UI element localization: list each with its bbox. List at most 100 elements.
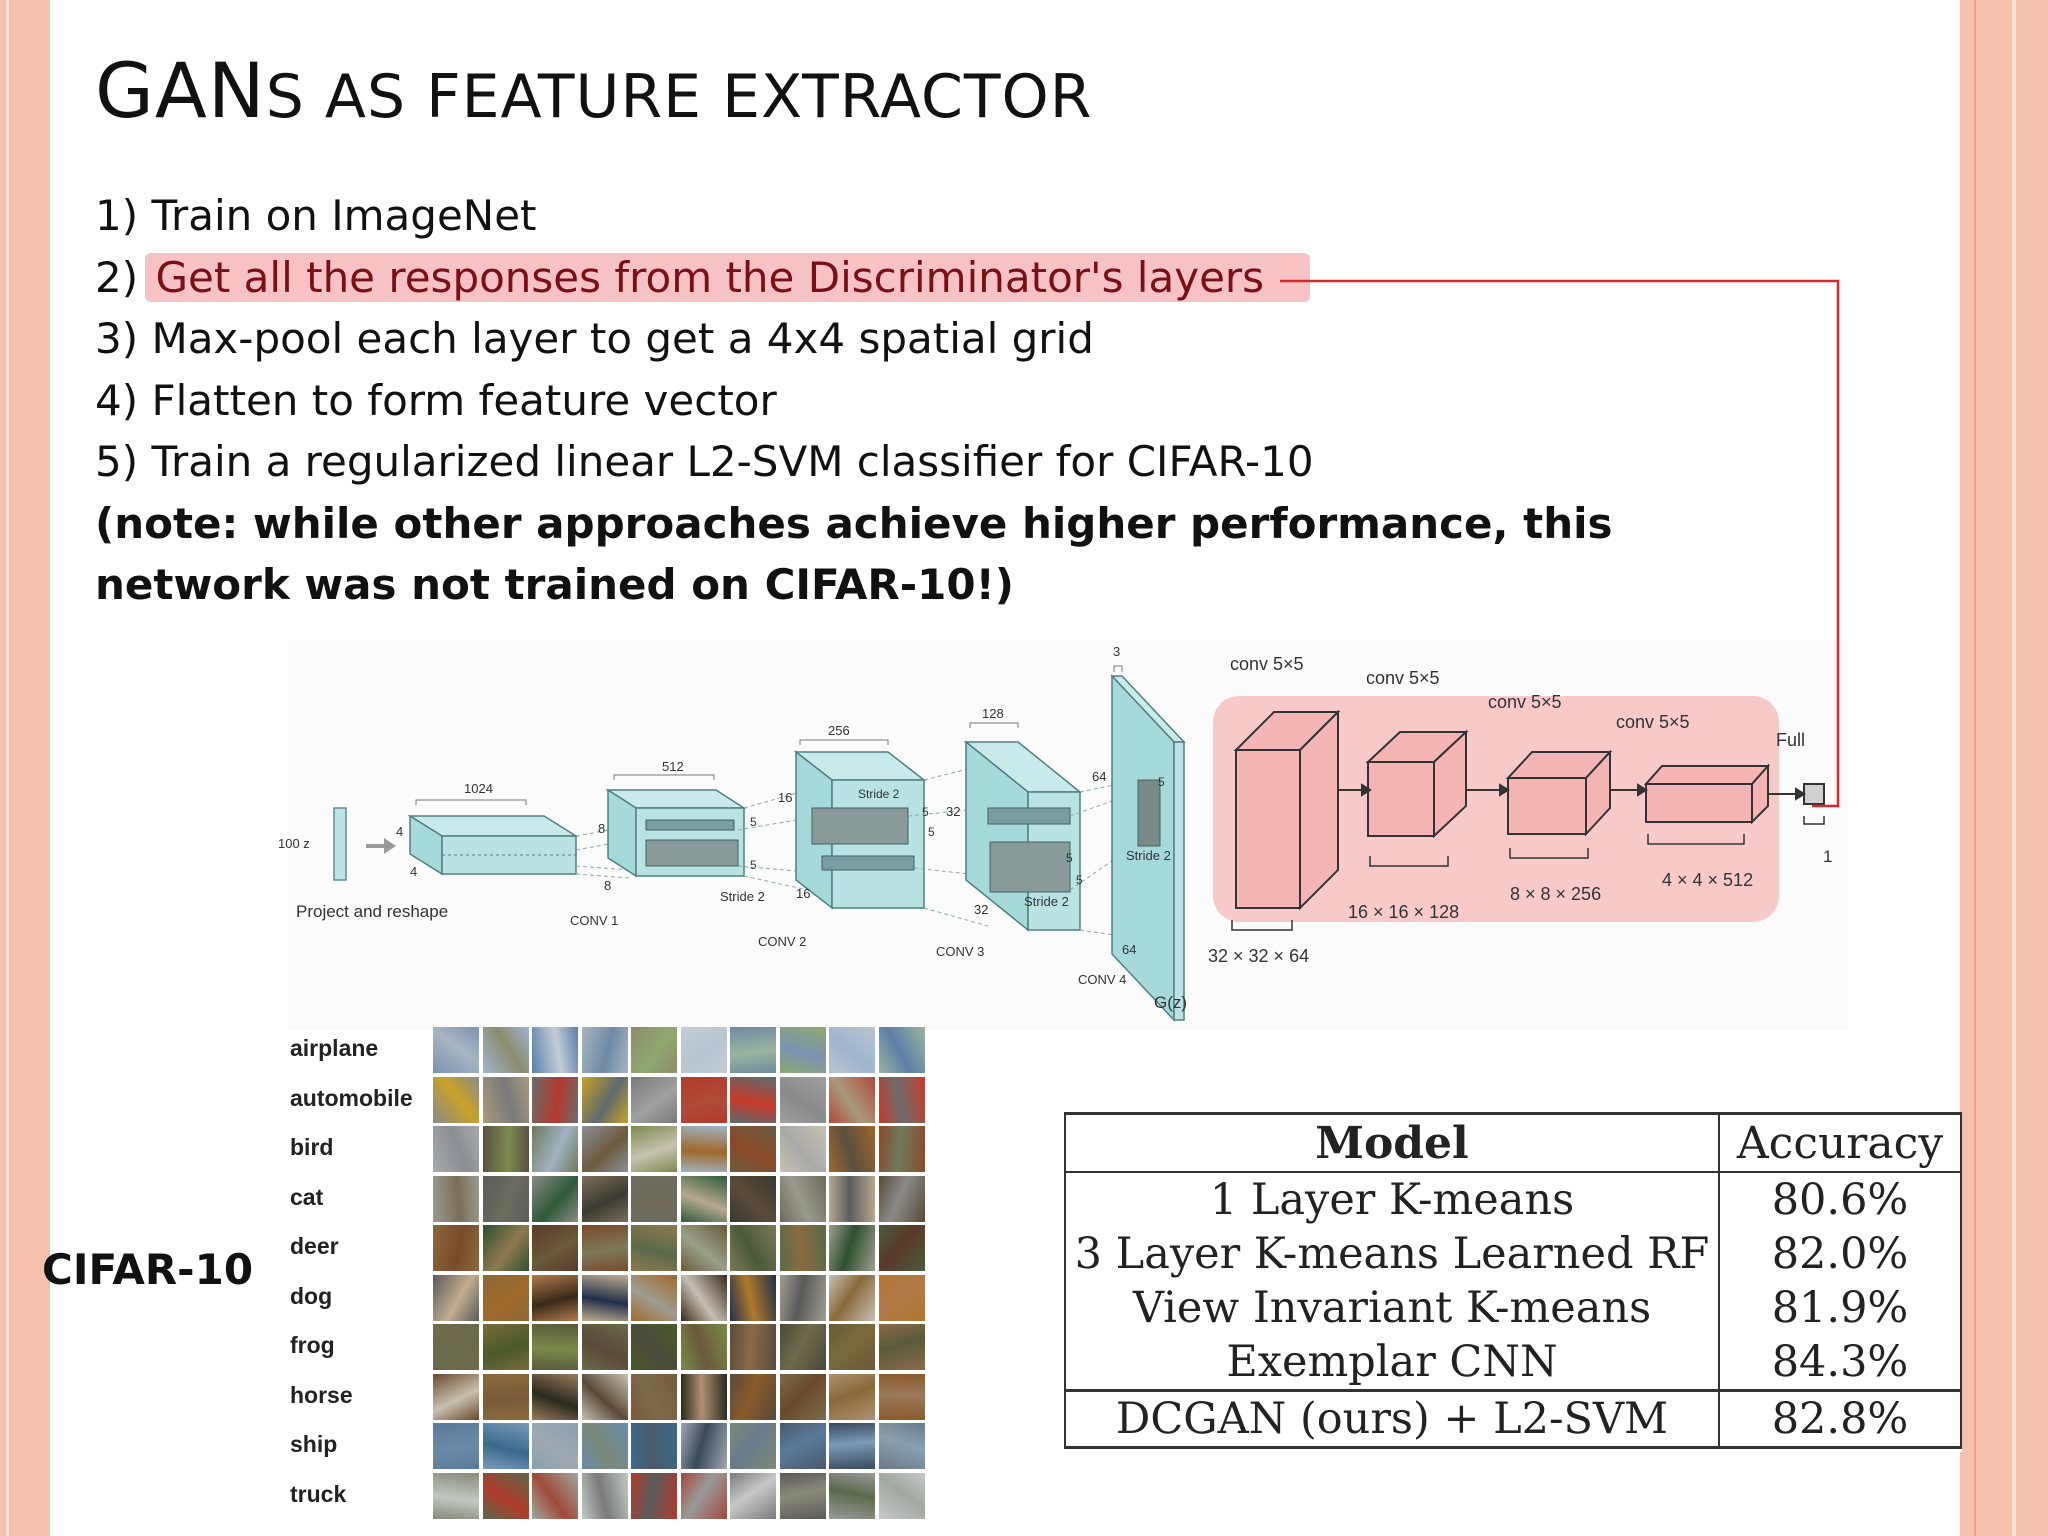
cifar-thumbnail	[878, 1423, 925, 1469]
stride-label-2: Stride 2	[858, 787, 900, 801]
stride-label-1: Stride 2	[720, 889, 765, 904]
cifar-title: CIFAR-10	[42, 1245, 254, 1294]
cifar-thumbnail	[829, 1472, 875, 1519]
header-model: Model	[1064, 1112, 1720, 1173]
cifar-thumbnail	[779, 1225, 826, 1271]
kernel-5-b: 5	[750, 858, 757, 872]
cifar-thumbnail	[581, 1373, 628, 1420]
d-conv-label-2: conv 5×5	[1366, 668, 1440, 688]
cifar-thumbnail	[631, 1423, 677, 1469]
results-table-container: Model Accuracy 1 Layer K-means 80.6% 3 L…	[1064, 1112, 1962, 1452]
cifar-thumbnail	[878, 1225, 925, 1271]
kernel-5-d: 5	[928, 825, 935, 839]
row-accuracy: 84.3%	[1718, 1335, 1962, 1391]
project-reshape-label: Project and reshape	[296, 902, 448, 921]
header-accuracy: Accuracy	[1718, 1112, 1962, 1173]
cifar-thumbnail	[878, 1126, 925, 1172]
cifar-thumbnail	[680, 1076, 727, 1123]
cifar-thumbnail	[680, 1472, 727, 1519]
table-row-ours: DCGAN (ours) + L2-SVM 82.8%	[1064, 1389, 1962, 1449]
dim-32-a: 32	[946, 804, 960, 819]
ours-model: DCGAN (ours) + L2-SVM	[1064, 1389, 1720, 1449]
cifar-thumbnail	[482, 1472, 529, 1519]
dim-4-b: 4	[410, 864, 417, 879]
cifar-thumbnail	[532, 1423, 578, 1469]
cifar-thumbnail	[433, 1076, 479, 1123]
step-2: 2) Get all the responses from the Discri…	[95, 247, 1495, 309]
dim-8-a: 8	[598, 821, 605, 836]
class-label-dog: dog	[290, 1282, 333, 1309]
class-label-ship: ship	[290, 1431, 338, 1457]
d-conv-label-1: conv 5×5	[1230, 654, 1304, 674]
step-2-highlight: Get all the responses from the Discrimin…	[145, 252, 1311, 302]
cifar-thumbnail	[730, 1324, 776, 1370]
cifar-thumbnail	[532, 1175, 578, 1222]
kernel-5-f: 5	[1076, 873, 1083, 887]
conv3-label: CONV 3	[936, 944, 984, 959]
cifar-thumbnail	[829, 1027, 875, 1073]
cifar-thumbnail	[730, 1126, 776, 1172]
table-row: 3 Layer K-means Learned RF 82.0%	[1064, 1227, 1962, 1281]
cifar-thumbnail	[829, 1373, 875, 1420]
cifar-thumbnail	[581, 1324, 628, 1370]
cifar-thumbnail	[779, 1027, 826, 1073]
cifar-thumbnail	[779, 1423, 826, 1469]
cifar-thumbnail	[433, 1126, 479, 1172]
cifar-thumbnail	[730, 1225, 776, 1271]
cifar-thumbnail	[829, 1274, 875, 1321]
title-big: GAN	[95, 46, 266, 135]
cifar-thumbnail	[680, 1027, 727, 1073]
class-label-horse: horse	[290, 1381, 353, 1408]
row-model: Exemplar CNN	[1064, 1335, 1720, 1391]
cifar-thumbnail	[581, 1175, 628, 1222]
cifar-thumbnail	[680, 1274, 727, 1321]
cifar-thumbnail	[482, 1027, 529, 1073]
cifar-thumbnail	[829, 1324, 875, 1370]
cifar-thumbnail	[581, 1126, 628, 1172]
table-row: Exemplar CNN 84.3%	[1064, 1335, 1962, 1391]
dim-4-a: 4	[396, 824, 403, 839]
cifar-thumbnail	[730, 1274, 776, 1321]
cifar-thumbnail	[730, 1423, 776, 1469]
cifar-thumbnail	[532, 1373, 578, 1420]
step-2-number: 2)	[95, 252, 152, 302]
cifar-thumbnail	[482, 1225, 529, 1271]
class-label-cat: cat	[290, 1183, 324, 1210]
cifar-thumbnail	[730, 1027, 776, 1073]
d-conv-label-3: conv 5×5	[1488, 692, 1562, 712]
kernel-5-e: 5	[1066, 851, 1073, 865]
cifar-thumbnail	[482, 1175, 529, 1222]
dim-16-a: 16	[778, 790, 792, 805]
slide-border-left	[0, 0, 50, 1536]
d-output-dim: 1	[1823, 847, 1832, 866]
d-size-4: 4 × 4 × 512	[1662, 870, 1753, 890]
cifar-thumbnail	[878, 1027, 925, 1073]
dim-1024: 1024	[464, 781, 493, 796]
class-label-automobile: automobile	[290, 1084, 413, 1111]
cifar-thumbnail	[779, 1472, 826, 1519]
row-accuracy: 80.6%	[1718, 1172, 1962, 1227]
conv1-label: CONV 1	[570, 913, 618, 928]
cifar-thumbnail	[532, 1126, 578, 1172]
row-model: View Invariant K-means	[1064, 1281, 1720, 1335]
cifar-image-grid	[433, 1027, 925, 1519]
cifar-thumbnail	[878, 1274, 925, 1321]
gz-label: G(z)	[1154, 993, 1187, 1012]
d-size-3: 8 × 8 × 256	[1510, 884, 1601, 904]
row-model: 3 Layer K-means Learned RF	[1064, 1227, 1720, 1281]
cifar-thumbnail	[631, 1274, 677, 1321]
dim-3: 3	[1113, 644, 1120, 659]
dcgan-architecture-diagram: 100 z Project and reshape 1024 4 4	[278, 640, 1848, 1030]
cifar-thumbnail	[581, 1472, 628, 1519]
dim-512: 512	[662, 759, 684, 774]
cifar-thumbnail	[631, 1076, 677, 1123]
step-3: 3) Max-pool each layer to get a 4x4 spat…	[95, 314, 1094, 363]
cifar-thumbnail	[829, 1225, 875, 1271]
cifar-thumbnail	[829, 1175, 875, 1222]
cifar-thumbnail	[631, 1472, 677, 1519]
table-row: 1 Layer K-means 80.6%	[1064, 1172, 1962, 1227]
cifar-thumbnail	[433, 1175, 479, 1222]
cifar-thumbnail	[631, 1225, 677, 1271]
slide-title: GANS AS FEATURE EXTRACTOR	[95, 46, 1092, 135]
class-label-airplane: airplane	[290, 1035, 379, 1061]
